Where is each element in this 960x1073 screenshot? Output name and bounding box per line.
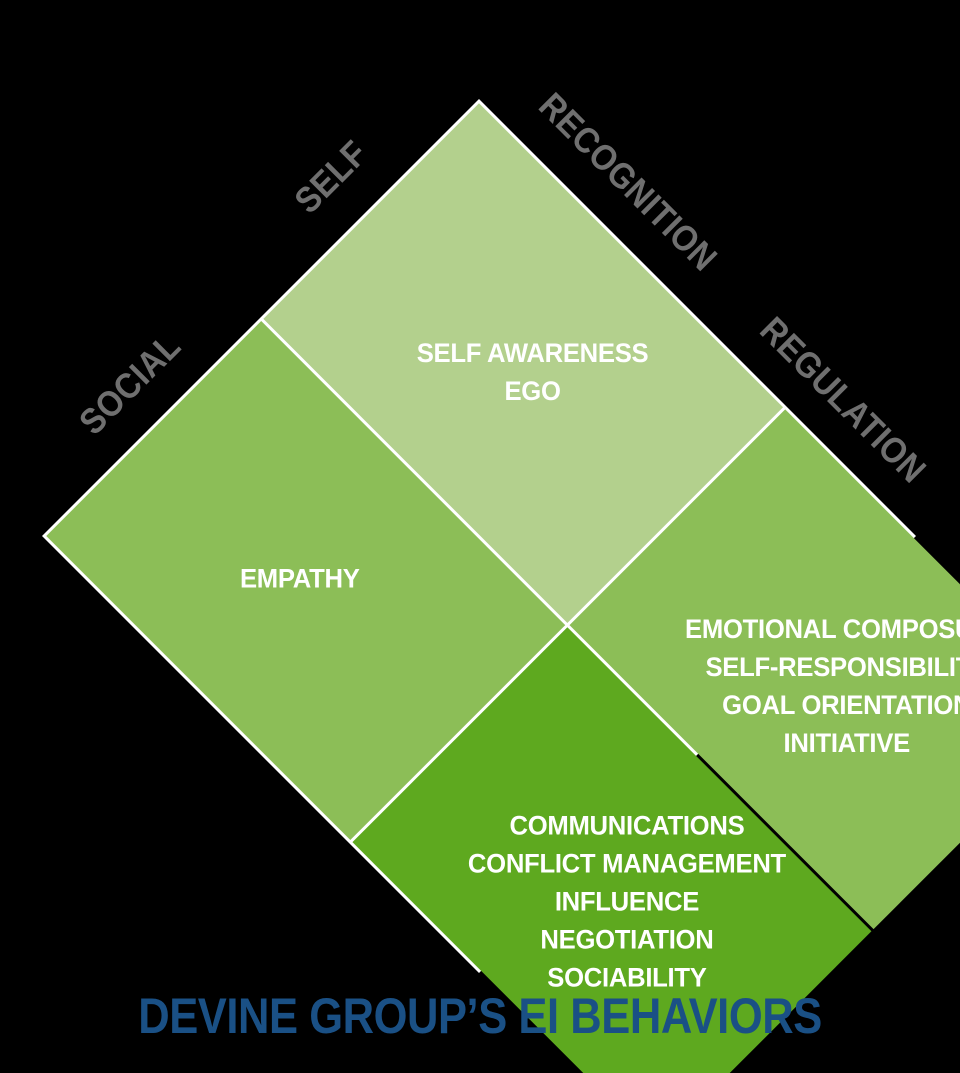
axis-label-self: SELF — [286, 132, 376, 222]
quadrant-diamond: SELF AWARENESS EGO EMOTIONAL COMPOSURE S… — [42, 99, 960, 1073]
quadrant-self-regulation-label: EMOTIONAL COMPOSURE SELF-RESPONSIBILITY … — [684, 614, 960, 759]
quadrant-social-regulation-label: COMMUNICATIONS CONFLICT MANAGEMENT INFLU… — [468, 810, 787, 993]
diagram-title: DEVINE GROUP’S EI BEHAVIORS — [138, 988, 822, 1044]
quadrant-self-recognition-label: SELF AWARENESS EGO — [416, 337, 649, 406]
quadrant-social-recognition-label: EMPATHY — [240, 563, 360, 594]
